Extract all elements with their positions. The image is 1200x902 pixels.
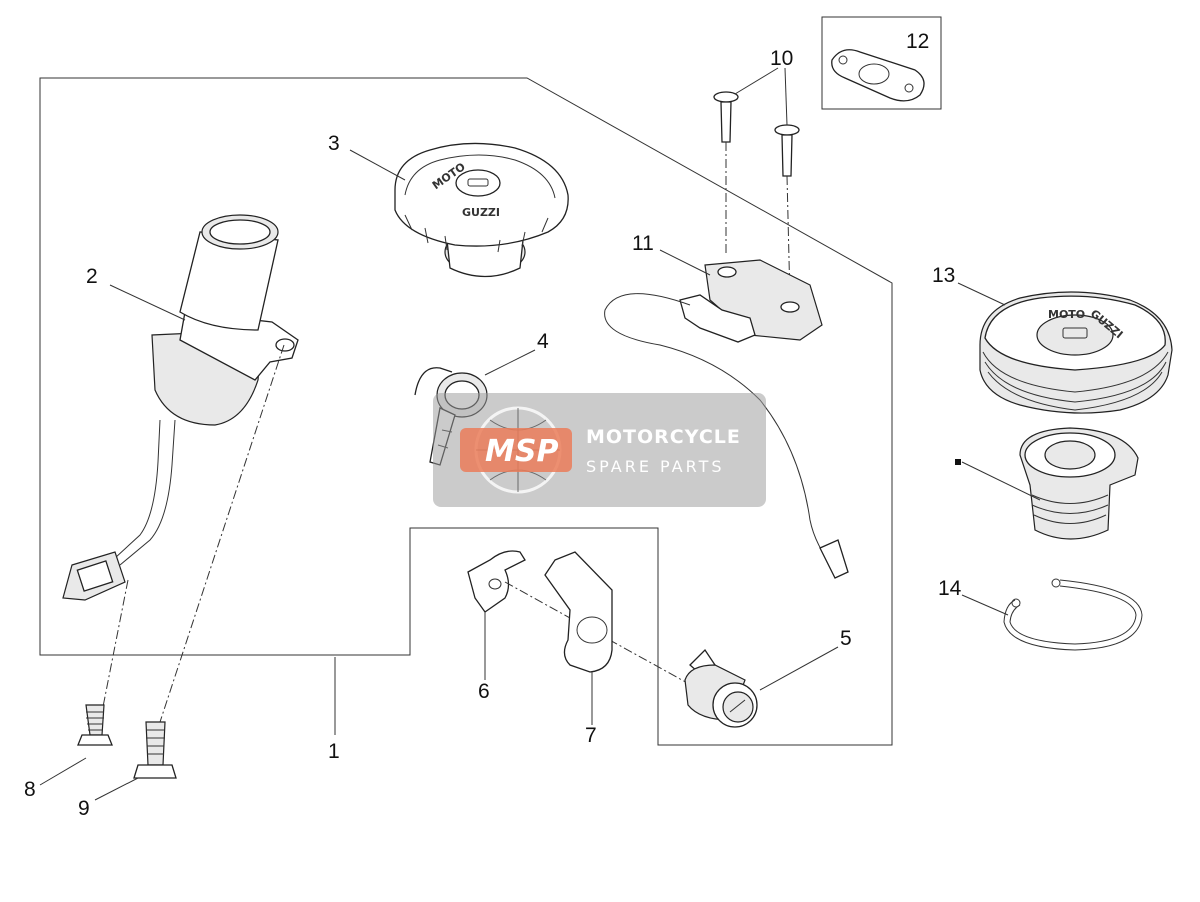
fuel-cap-3: MOTO GUZZI <box>394 142 569 278</box>
callout-9: 9 <box>78 797 90 820</box>
bullet-marker <box>955 459 961 465</box>
callout-8: 8 <box>24 778 36 801</box>
kit-outline-sub <box>410 527 659 745</box>
circlip-14 <box>1003 578 1143 651</box>
axis-6-5 <box>504 581 701 691</box>
fuel-cap-13: MOTO GUZZI <box>979 291 1173 414</box>
axis-2-9 <box>159 344 285 723</box>
callout-1: 1 <box>328 740 340 763</box>
axis-2-8 <box>99 579 129 723</box>
plate-7 <box>544 551 613 673</box>
callout-13: 13 <box>932 264 955 287</box>
watermark: MSP MOTORCYCLE SPARE PARTS <box>433 393 766 507</box>
bracket-6 <box>467 550 526 613</box>
cap13-text-moto: MOTO <box>1048 308 1085 321</box>
sensor-11 <box>604 259 849 579</box>
callout-11: 11 <box>632 232 654 255</box>
callout-2: 2 <box>86 265 98 288</box>
leader-bullet <box>961 461 1041 501</box>
callout-7: 7 <box>585 724 597 747</box>
watermark-logo: MSP <box>485 434 558 469</box>
callout-6: 6 <box>478 680 490 703</box>
callout-5: 5 <box>840 627 852 650</box>
ignition-switch <box>62 214 299 601</box>
watermark-badge <box>460 428 572 472</box>
watermark-panel <box>433 393 766 507</box>
gasket-12 <box>831 49 925 102</box>
screw-8 <box>77 704 113 746</box>
callout-3: 3 <box>328 132 340 155</box>
leader-lines <box>39 67 1009 801</box>
callout-10: 10 <box>770 47 793 70</box>
watermark-subtitle: SPARE PARTS <box>586 457 725 476</box>
lock-cylinder-5 <box>684 648 758 728</box>
screws-10 <box>713 91 800 177</box>
callout-12: 12 <box>906 30 929 53</box>
callout-14: 14 <box>938 577 962 600</box>
bolt-9 <box>133 721 177 779</box>
part-12-box <box>821 16 942 110</box>
cap3-text-guzzi: GUZZI <box>462 206 500 219</box>
watermark-title: MOTORCYCLE <box>586 426 741 448</box>
callout-4: 4 <box>537 330 549 353</box>
filler-flange <box>1019 427 1139 540</box>
